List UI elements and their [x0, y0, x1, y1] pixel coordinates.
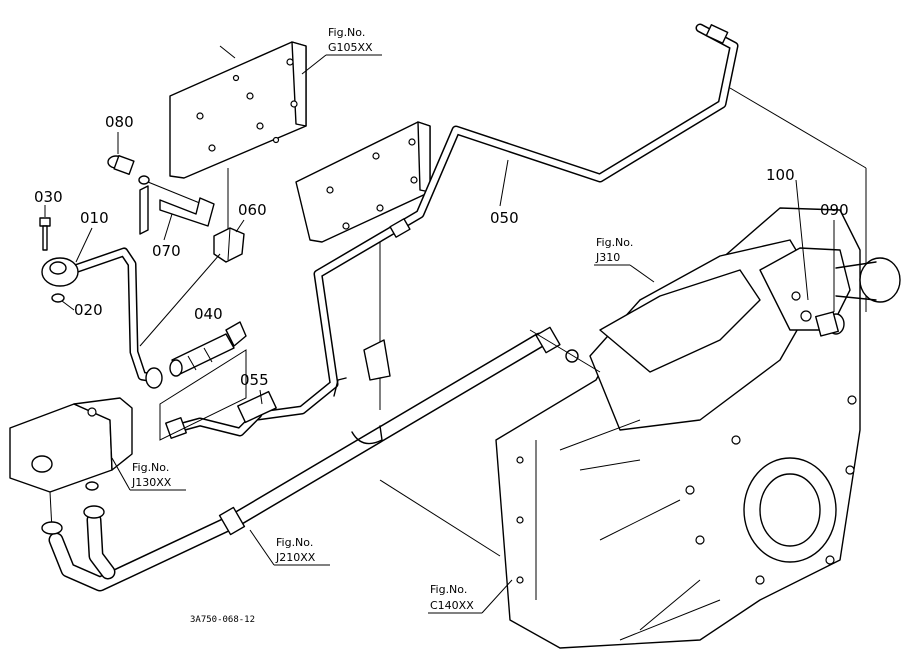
figref-j310: Fig.No. J310	[594, 236, 655, 283]
label-050: 050	[490, 209, 519, 227]
plate-middle	[295, 121, 431, 410]
figref-c140-code: C140XX	[430, 599, 474, 612]
clip-center	[333, 339, 391, 445]
clamp-060	[213, 227, 245, 263]
plate-g105	[169, 41, 307, 232]
figref-j130-title: Fig.No.	[132, 461, 169, 474]
label-080: 080	[105, 113, 134, 131]
hose-055	[159, 349, 277, 441]
drawing-code: 3A750-068-12	[190, 615, 255, 625]
fitting-040	[169, 321, 247, 377]
hose-j210	[41, 326, 579, 592]
leader-060	[235, 219, 245, 233]
figref-g105-code: G105XX	[328, 41, 373, 54]
pipe-050	[253, 23, 867, 421]
leader-070	[163, 213, 173, 241]
figref-j130: Fig.No. J130XX	[111, 457, 186, 491]
leader-050	[499, 159, 509, 207]
label-030: 030	[34, 188, 63, 206]
figref-c140: Fig.No. C140XX	[428, 579, 513, 614]
figref-c140-title: Fig.No.	[430, 583, 467, 596]
figref-j210: Fig.No. J210XX	[249, 529, 330, 566]
figref-g105: Fig.No. G105XX	[301, 26, 382, 75]
leader-055	[259, 389, 263, 405]
pipe-010	[41, 247, 163, 389]
label-020: 020	[74, 301, 103, 319]
leader-060-040	[139, 253, 221, 347]
label-100: 100	[766, 166, 795, 184]
bolt-030	[39, 217, 51, 251]
figref-j310-code: J310	[595, 251, 620, 264]
figref-j210-code: J210XX	[275, 551, 316, 564]
transmission-housing	[379, 179, 901, 649]
figref-j210-title: Fig.No.	[276, 536, 313, 549]
figref-g105-title: Fig.No.	[328, 26, 365, 39]
label-070: 070	[152, 242, 181, 260]
figref-j130-code: J130XX	[131, 476, 172, 489]
label-010: 010	[80, 209, 109, 227]
figref-j310-title: Fig.No.	[596, 236, 633, 249]
label-090: 090	[820, 201, 849, 219]
leader-010	[75, 227, 93, 263]
label-040: 040	[194, 305, 223, 323]
oring-020	[51, 293, 65, 303]
bracket-070	[139, 185, 215, 235]
leader-020	[61, 300, 75, 311]
pump-j130	[9, 397, 133, 531]
label-055: 055	[240, 371, 269, 389]
label-060: 060	[238, 201, 267, 219]
